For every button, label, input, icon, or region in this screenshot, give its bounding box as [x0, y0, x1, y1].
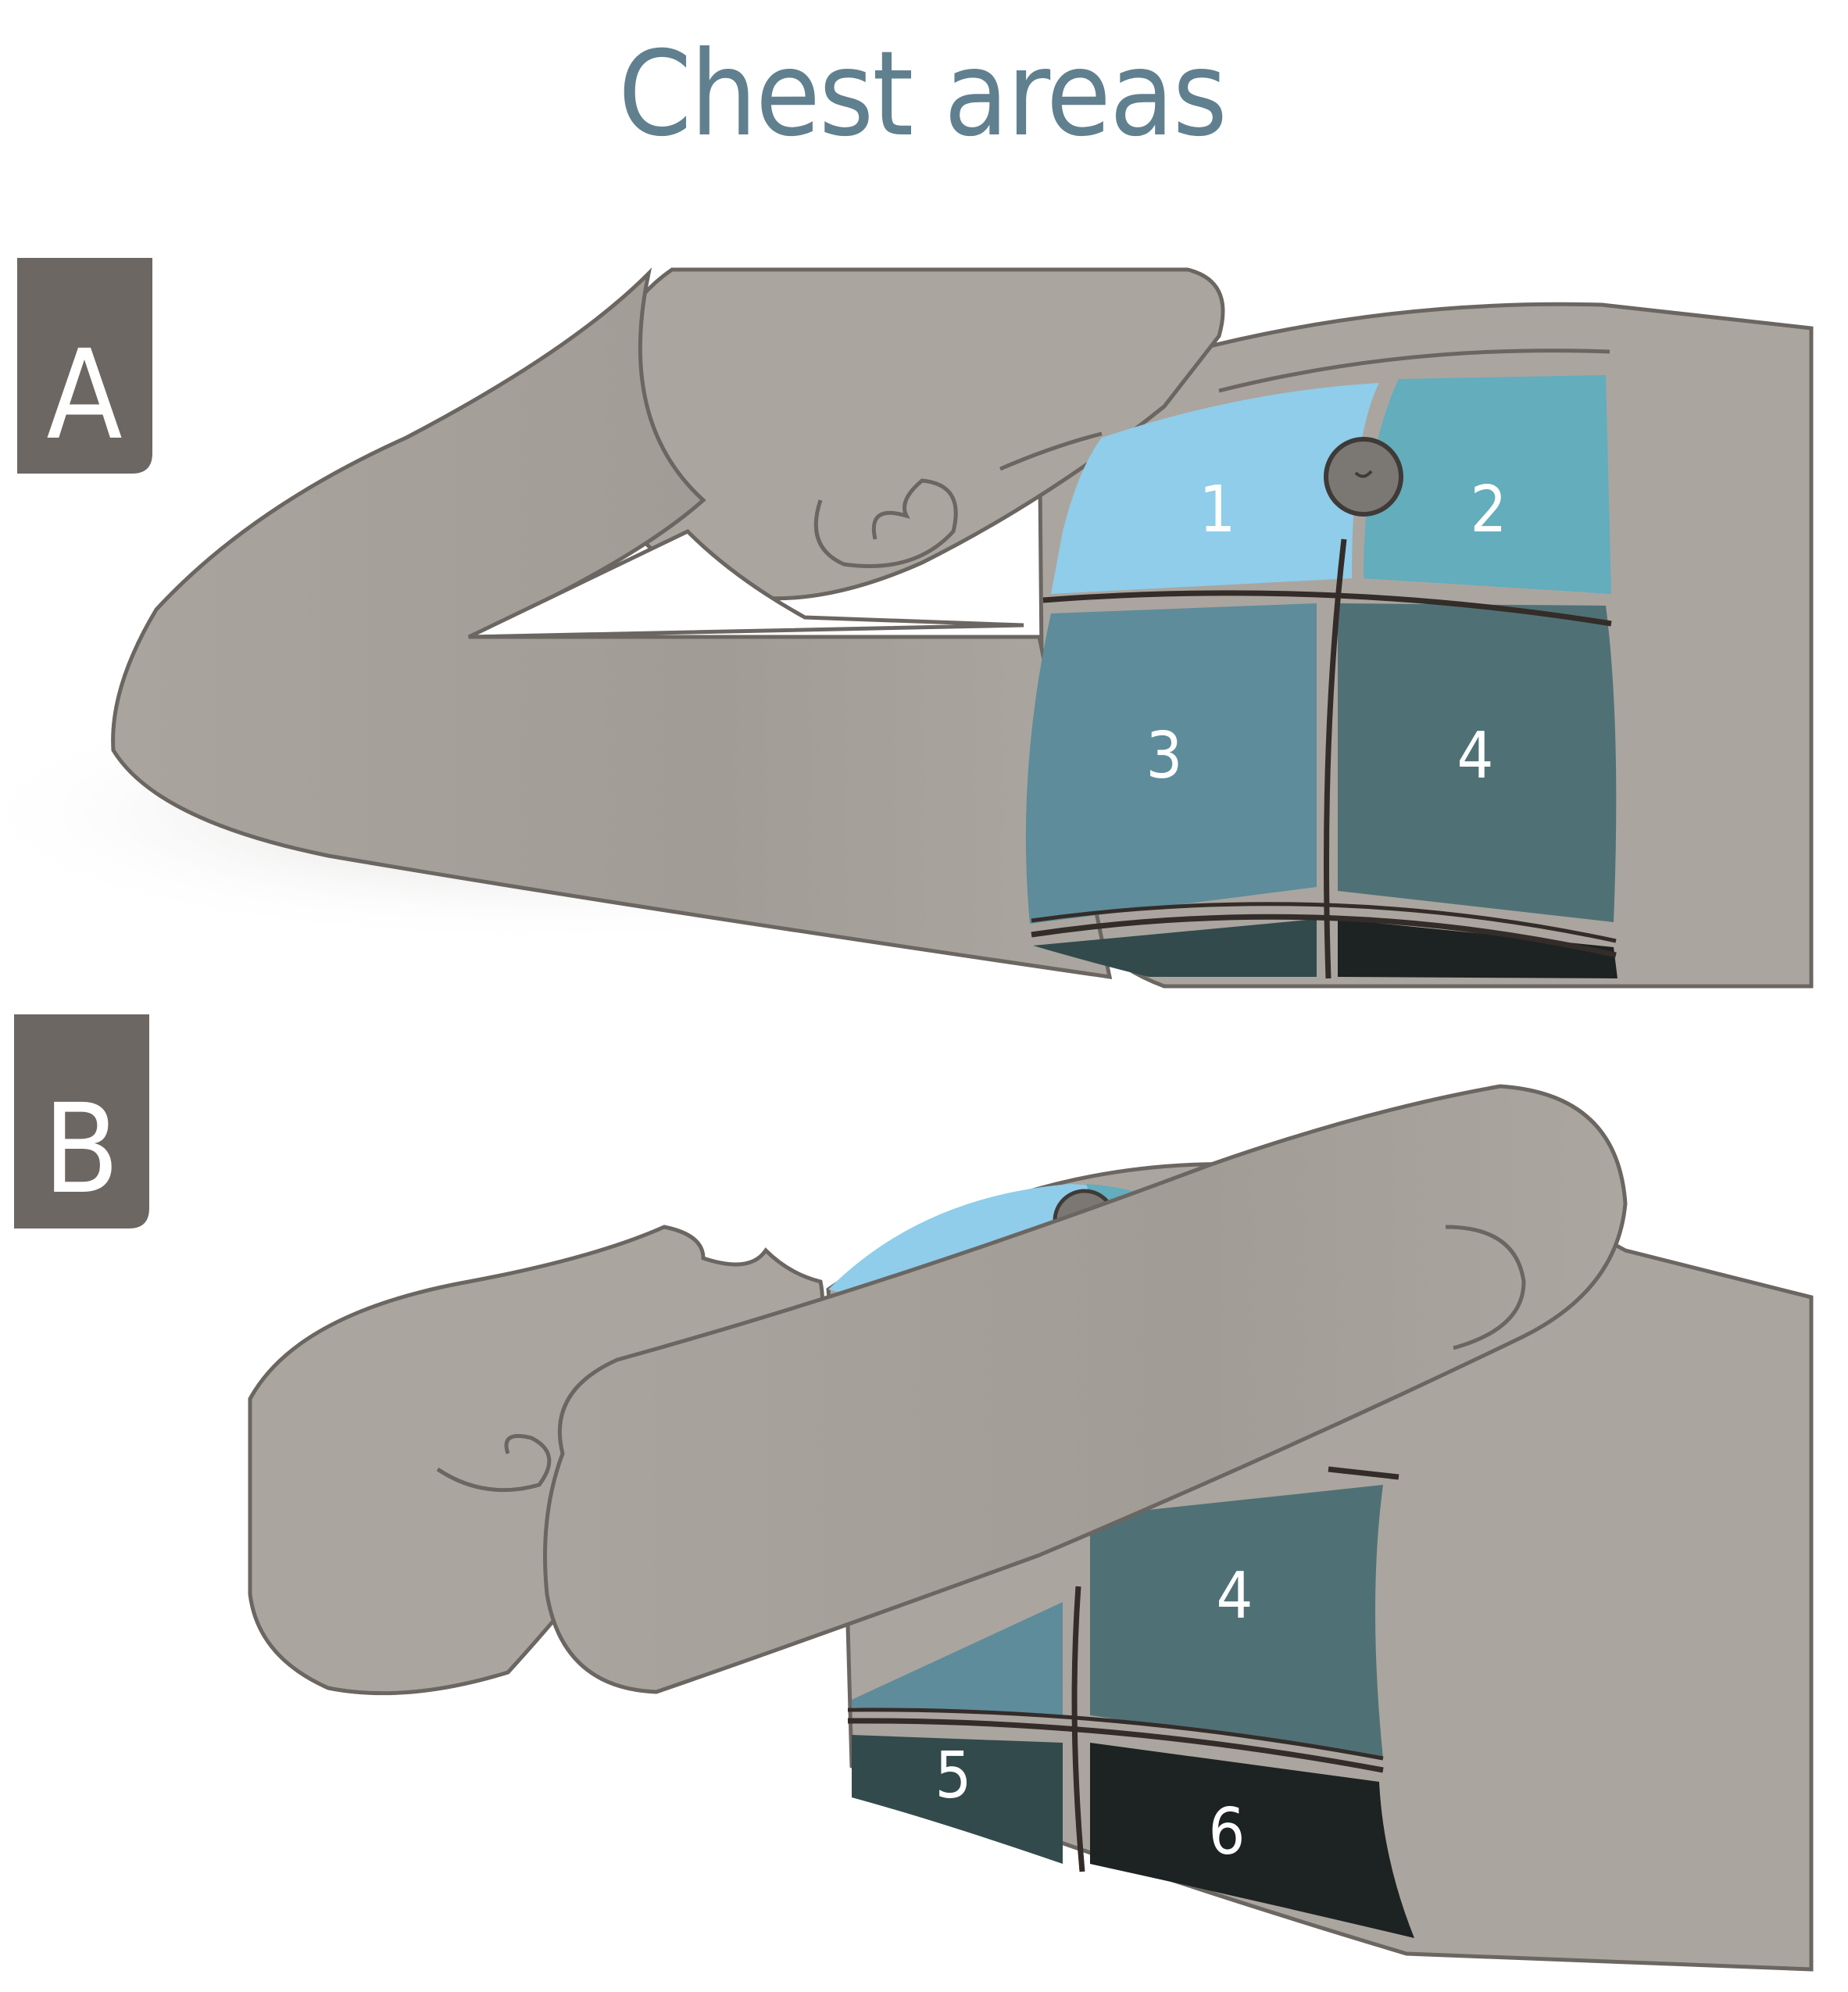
ear-b	[436, 1434, 552, 1493]
torso-a-contour	[1218, 349, 1610, 393]
panel-b: B 4 5 6	[14, 1014, 1814, 1972]
panel-a-badge: A	[17, 258, 152, 474]
chest-grid-a: 1 2 3 4	[1025, 375, 1617, 979]
area-5-a	[1033, 919, 1317, 977]
panel-b-badge-letter: B	[43, 1078, 120, 1221]
chest-grid-b: 4 5 6	[847, 1466, 1414, 1938]
area-6-a	[1338, 919, 1617, 978]
nipple-a-detail	[1354, 470, 1373, 478]
area-label-3-a: 3	[1146, 719, 1183, 793]
area-label-2-a: 2	[1471, 473, 1507, 547]
panel-b-badge: B	[14, 1014, 149, 1228]
area-3-a	[1025, 603, 1317, 924]
area-label-5-b: 5	[935, 1739, 972, 1813]
area-label-4-b: 4	[1217, 1559, 1253, 1633]
grid-line-lower-b	[847, 1718, 1384, 1773]
area-1-a	[1051, 383, 1379, 594]
grid-line-lower2-b	[847, 1708, 1384, 1761]
area-3-b	[852, 1602, 1063, 1715]
area-label-1-a: 1	[1199, 473, 1236, 547]
area-label-6-b: 6	[1209, 1795, 1246, 1869]
ear-a	[813, 478, 958, 568]
area-label-4-a: 4	[1457, 719, 1494, 793]
area-6-b	[1090, 1743, 1414, 1938]
armpit-gap	[467, 528, 1024, 639]
panel-a-badge-letter: A	[46, 324, 122, 467]
page-title: Chest areas	[618, 27, 1226, 163]
area-5-b	[852, 1735, 1063, 1864]
grid-line-vertical-a	[1324, 538, 1347, 979]
panel-b-badge-shape	[14, 1014, 149, 1228]
area-4-a	[1338, 603, 1617, 922]
grid-line-upper-b	[1328, 1466, 1399, 1480]
panel-a: A	[0, 258, 1814, 989]
grid-line-upper-a	[1042, 590, 1612, 627]
arm-b	[543, 1084, 1628, 1694]
area-2-a	[1364, 375, 1611, 594]
area-4-b	[1090, 1485, 1383, 1758]
neck-line	[999, 431, 1103, 471]
elbow-crease-b	[1445, 1225, 1526, 1350]
arm-a	[111, 267, 1113, 979]
grid-line-vertical-b	[1071, 1586, 1085, 1872]
panel-a-badge-shape	[17, 258, 152, 474]
